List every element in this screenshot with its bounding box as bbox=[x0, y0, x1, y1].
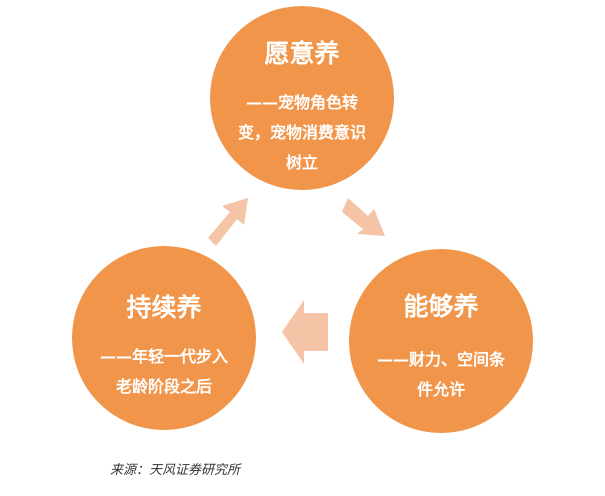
source-note: 来源：天风证券研究所 bbox=[110, 463, 241, 478]
node-desc: ——财力、空间条件允许 bbox=[376, 350, 505, 399]
node-desc: ——宠物角色转变，宠物消费意识树立 bbox=[237, 93, 366, 172]
node-able: 能够养 ——财力、空间条件允许 bbox=[349, 249, 533, 433]
node-willing: 愿意养 ——宠物角色转变，宠物消费意识树立 bbox=[210, 6, 394, 190]
arrow-left-to-top bbox=[208, 198, 248, 246]
node-title: 持续养 bbox=[126, 293, 202, 322]
node-title: 能够养 bbox=[403, 292, 479, 321]
node-title: 愿意养 bbox=[264, 39, 340, 68]
node-sustain: 持续养 ——年轻一代步入老龄阶段之后 bbox=[72, 246, 256, 430]
arrow-right-to-left bbox=[282, 300, 328, 364]
arrow-top-to-right bbox=[342, 198, 385, 236]
node-desc: ——年轻一代步入老龄阶段之后 bbox=[99, 347, 228, 396]
